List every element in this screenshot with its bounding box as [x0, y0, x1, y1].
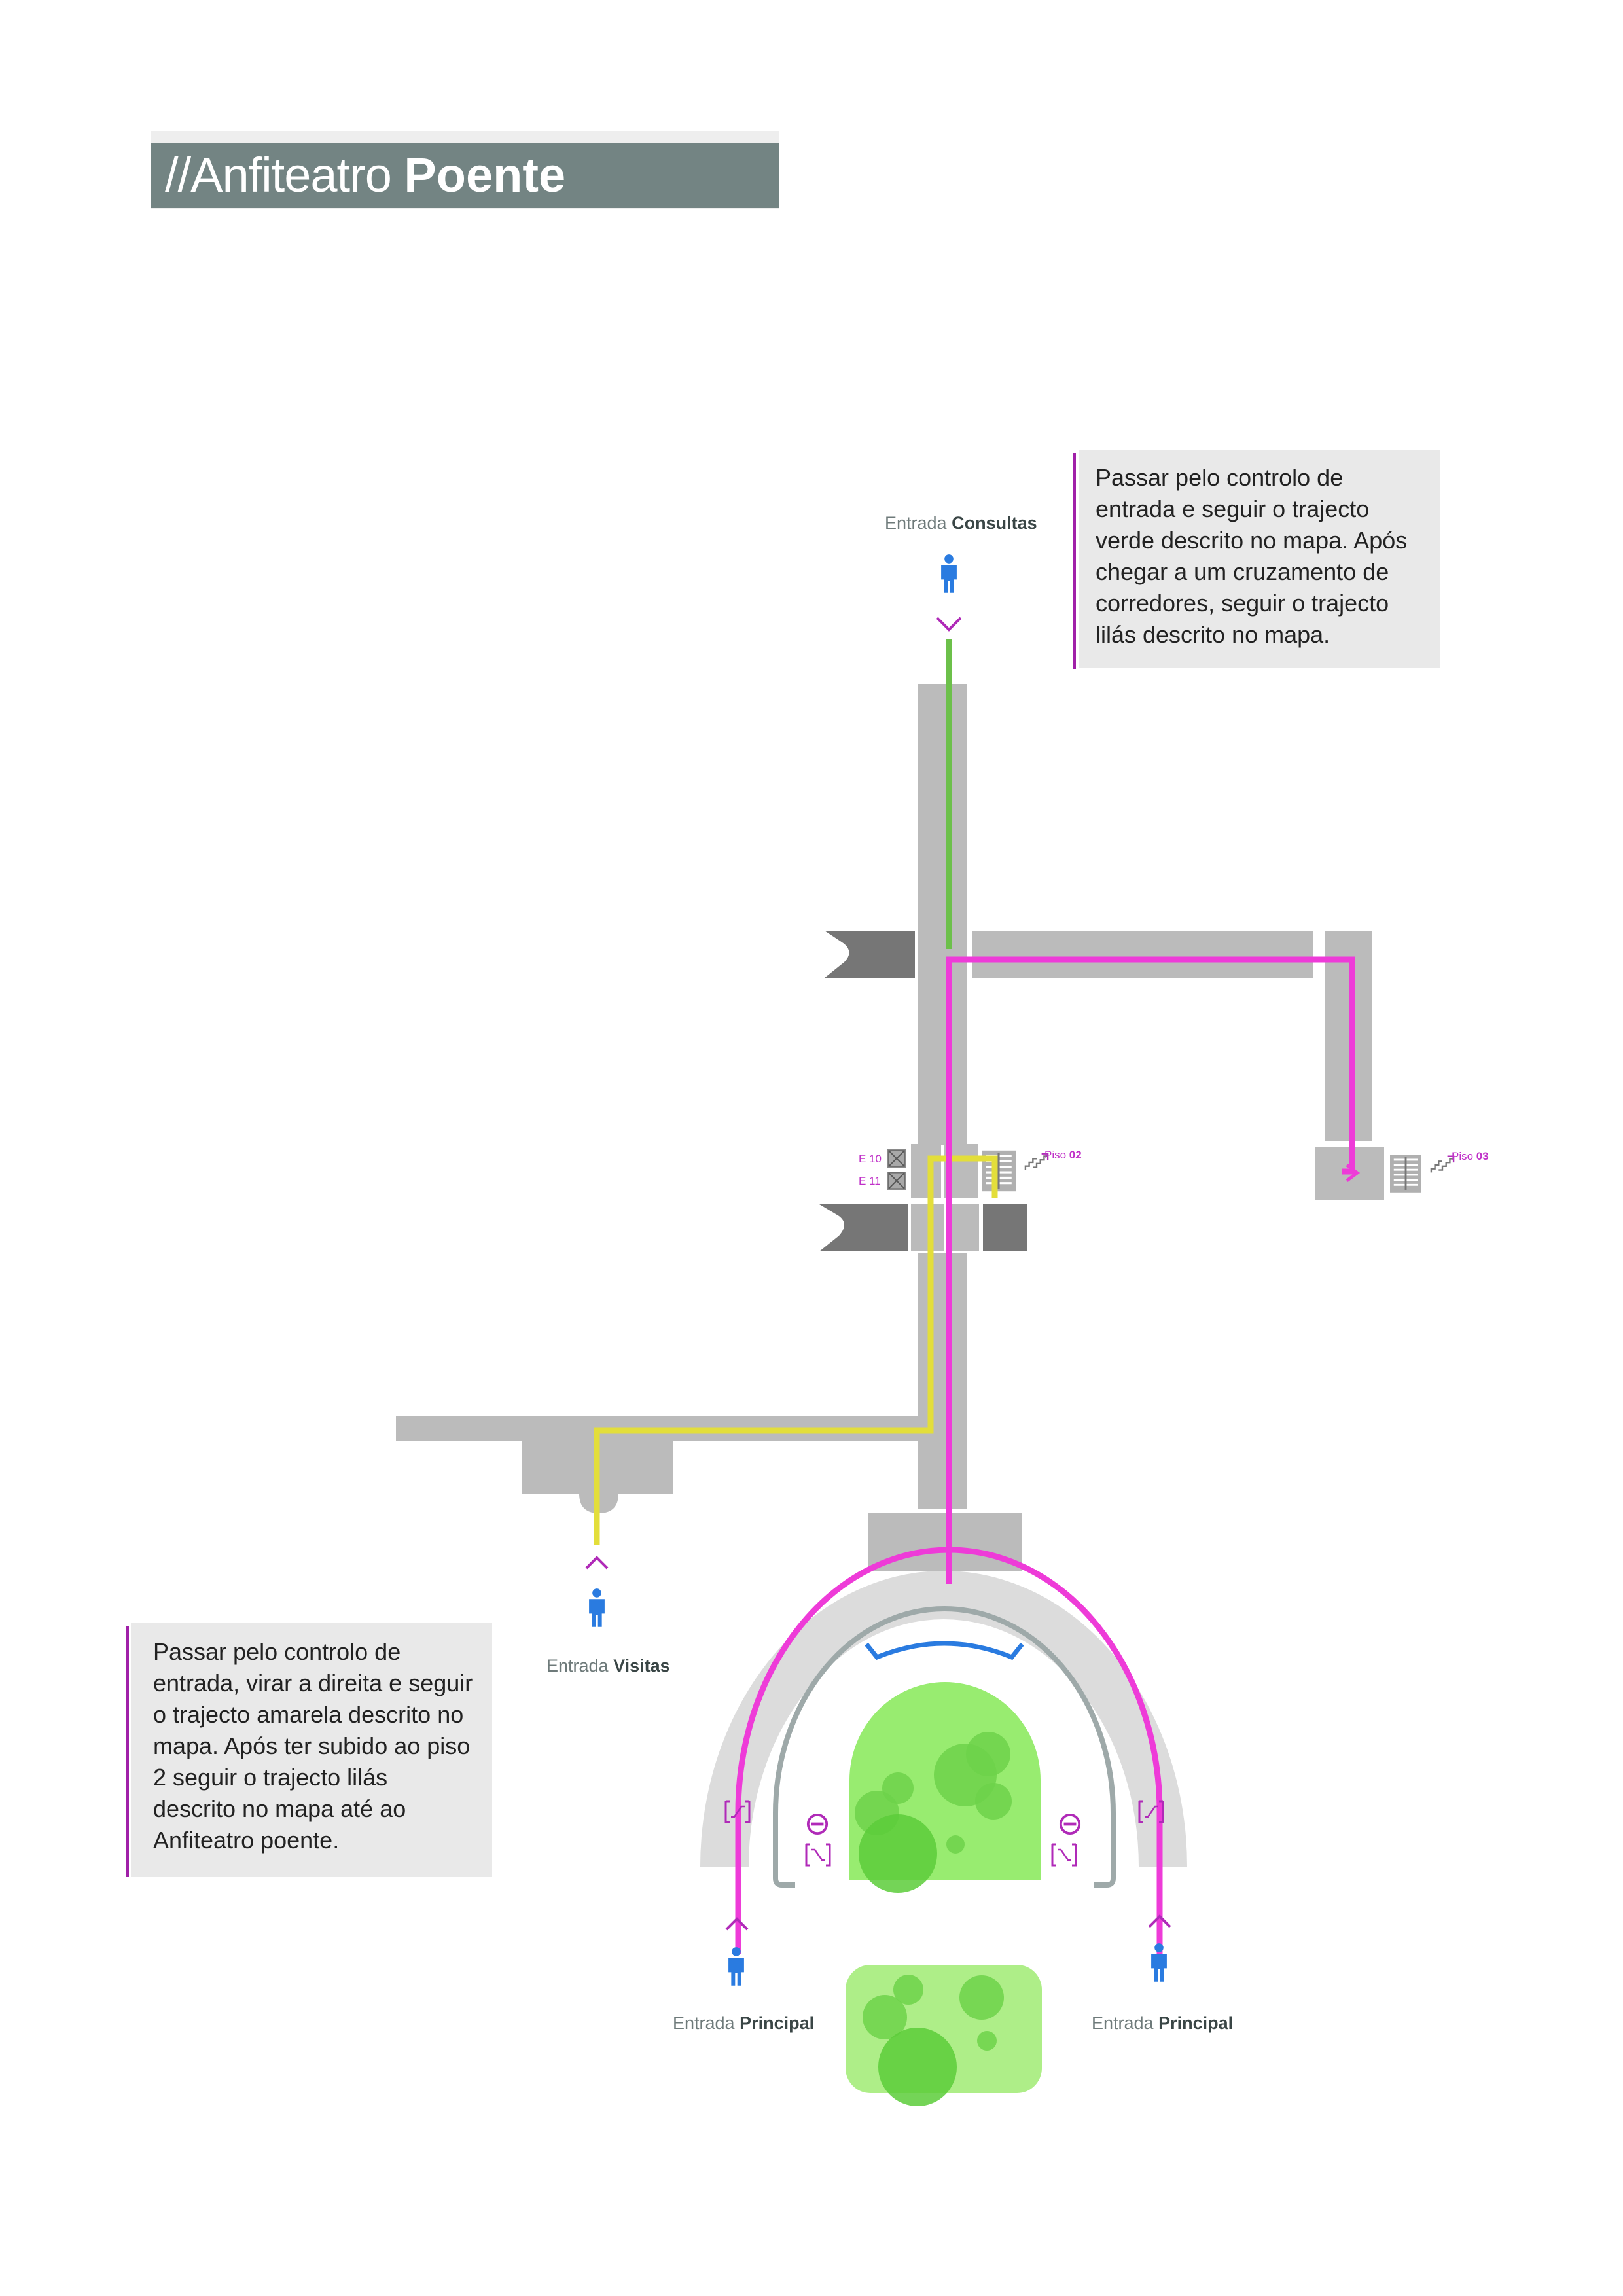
- routes: [594, 639, 1361, 1954]
- stairs-icon: [1430, 1155, 1455, 1174]
- escalator-icon: [805, 1843, 831, 1867]
- chevron-icon: [1148, 1914, 1171, 1928]
- no-entry-icon: [1061, 1815, 1079, 1833]
- person-icon: [941, 554, 957, 593]
- person-icon: [589, 1588, 605, 1627]
- title-bold: Poente: [404, 148, 566, 202]
- lilac-arch-route: [735, 1547, 1163, 1954]
- chevron-icon: [725, 1917, 749, 1931]
- elevator-icon: [887, 1149, 906, 1168]
- corridors: [396, 684, 1421, 1888]
- entrance-consultas-label: Entrada Consultas: [885, 513, 1037, 533]
- escalator-icon: [1051, 1843, 1077, 1867]
- page-title: //Anfiteatro Poente: [151, 131, 779, 209]
- elevator-e11-label: E 11: [859, 1175, 881, 1187]
- lilac-route: [946, 956, 1355, 1584]
- note-top-accent-bar: [1073, 453, 1076, 669]
- no-entry-icon: [808, 1815, 827, 1833]
- floor-02-label: Piso 02: [1044, 1149, 1082, 1161]
- title-light: //Anfiteatro: [165, 148, 404, 202]
- note-top: Passar pelo controlo de entrada e seguir…: [1079, 450, 1440, 668]
- chevron-icon: [585, 1556, 609, 1570]
- note-left-accent-bar: [126, 1626, 129, 1877]
- elevator-e10-label: E 10: [859, 1153, 882, 1165]
- person-icon: [728, 1947, 744, 1986]
- entrance-principal-right-label: Entrada Principal: [1092, 2013, 1233, 2033]
- entrance-visitas-label: Entrada Visitas: [546, 1656, 670, 1676]
- floor-03-label: Piso 03: [1452, 1150, 1489, 1162]
- map-icons: [585, 554, 1455, 1986]
- chevron-icon: [936, 617, 962, 632]
- yellow-route: [594, 1155, 998, 1545]
- entrance-principal-left-label: Entrada Principal: [673, 2013, 814, 2033]
- page-title-banner: //Anfiteatro Poente: [151, 143, 779, 208]
- garden-areas: [846, 1682, 1042, 2106]
- person-icon: [1151, 1943, 1167, 1982]
- note-left: Passar pelo controlo de entrada, virar a…: [131, 1623, 492, 1877]
- elevator-icon: [887, 1172, 906, 1190]
